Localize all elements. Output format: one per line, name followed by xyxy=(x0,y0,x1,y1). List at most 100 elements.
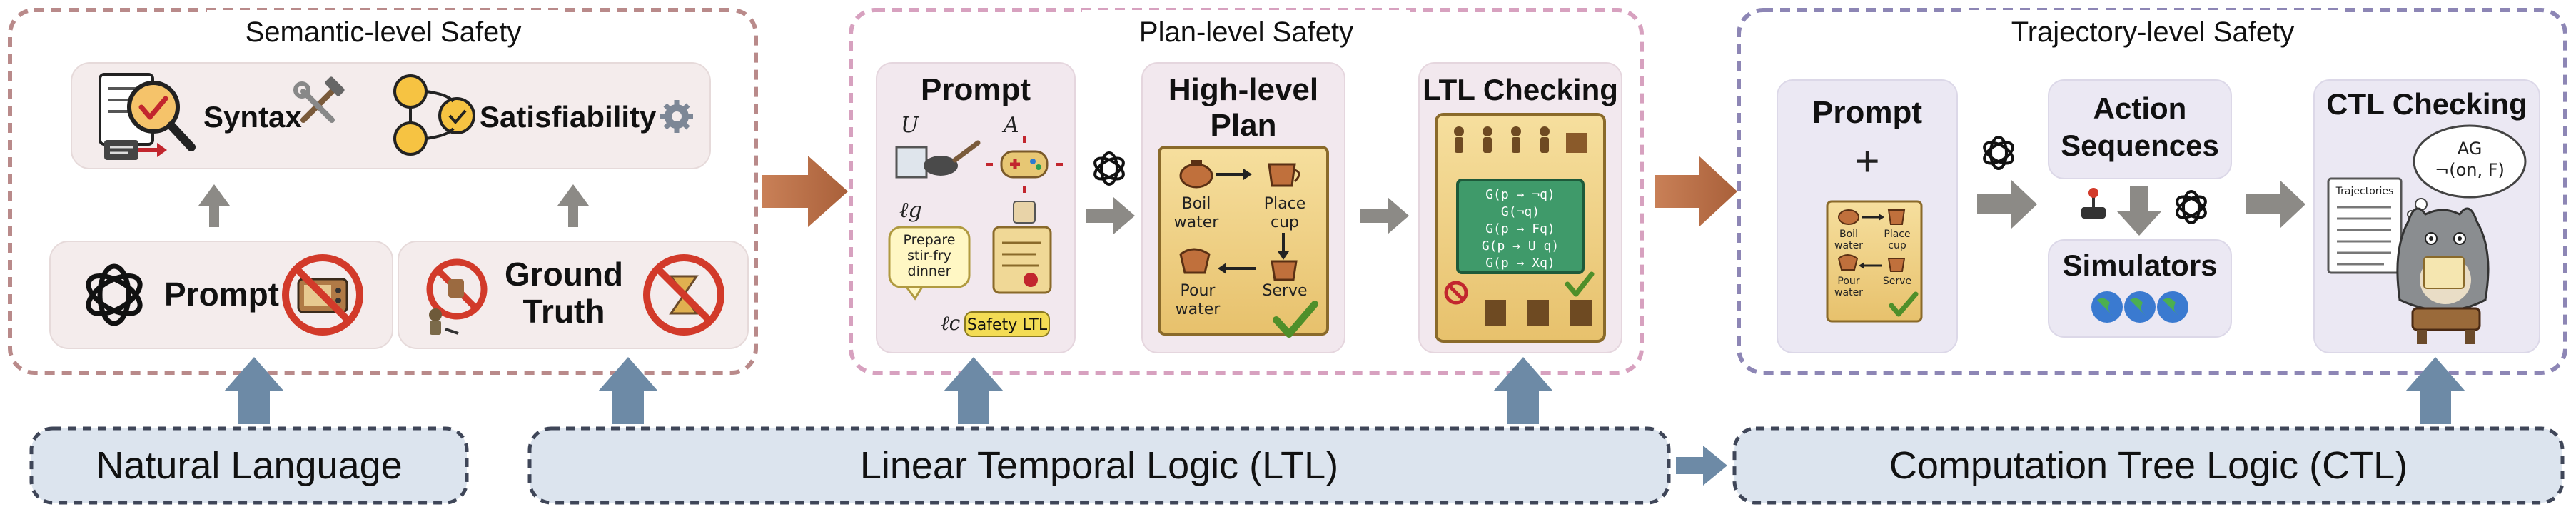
prompt-to-plan-arrow xyxy=(1086,197,1135,234)
action-sequences-box xyxy=(2048,79,2232,179)
safety-ltl-tag-bg xyxy=(964,311,1050,337)
plan-checkmark-icon xyxy=(1273,301,1318,338)
openai-logo-sim-icon xyxy=(2176,190,2207,224)
plan-pour-line1: Pour xyxy=(1181,282,1216,300)
cycle-graph-icon xyxy=(393,74,475,156)
simulators-label: Simulators xyxy=(2062,249,2217,282)
goal-line3: dinner xyxy=(908,263,951,279)
mini-boil-line2: water xyxy=(1834,240,1863,251)
ltl-to-ctl-arrow xyxy=(1676,446,1727,486)
syntax-label: Syntax xyxy=(203,100,302,134)
ltl-scene-icon xyxy=(1485,300,1592,326)
place-cup-icon xyxy=(1268,163,1300,187)
pan-icon xyxy=(895,140,981,179)
pour-water-icon xyxy=(1179,248,1211,274)
plan-pour-line2: water xyxy=(1176,301,1221,318)
goal-speech-bubble xyxy=(888,226,971,301)
traj-plus: + xyxy=(1854,137,1879,185)
gear-icon xyxy=(660,100,693,133)
ltl-formula-2: G(¬q) xyxy=(1501,204,1540,219)
mini-arrowhead-1 xyxy=(1879,214,1884,221)
trajectories-lines xyxy=(2337,206,2391,266)
plan-to-ltl-arrow xyxy=(1360,197,1409,234)
openai-logo-icon xyxy=(86,263,143,326)
symbol-a: A xyxy=(1001,113,1019,138)
mini-place-line1: Place xyxy=(1884,229,1910,240)
ctl-up-arrow xyxy=(2405,357,2465,424)
plan-title: Plan-level Safety xyxy=(1139,16,1353,48)
mini-arrowhead-2 xyxy=(1859,262,1864,269)
walking-figures-icon xyxy=(1454,126,1587,153)
no-microwave-icon xyxy=(282,254,363,336)
no-touch-icon xyxy=(426,258,488,320)
mini-boil-line1: Boil xyxy=(1839,229,1858,240)
ctl-checking-label: CTL Checking xyxy=(2326,87,2527,121)
satisfiability-label: Satisfiability xyxy=(480,100,657,134)
semantic-title: Semantic-level Safety xyxy=(246,16,522,48)
boil-water-icon xyxy=(1179,160,1213,189)
no-hourglass-icon xyxy=(643,254,724,336)
goal-line2: stir-fry xyxy=(907,248,951,263)
ctl-formula-line1: AG xyxy=(2458,139,2482,159)
ltl-checking-label: LTL Checking xyxy=(1423,73,1618,106)
ctl-label: Computation Tree Logic (CTL) xyxy=(1889,444,2408,487)
action-to-simulators-arrow xyxy=(2117,186,2161,236)
ground-truth-line2: Truth xyxy=(523,293,605,330)
plan-place-line1: Place xyxy=(1264,195,1306,213)
mini-serve: Serve xyxy=(1883,276,1911,287)
openai-logo-traj-icon xyxy=(1983,136,2014,170)
goal-line1: Prepare xyxy=(904,232,956,248)
hammer-wrench-icon xyxy=(293,76,345,123)
ltl-formula-4: G(p → U q) xyxy=(1482,239,1559,254)
natural-language-box xyxy=(29,426,469,505)
mini-pour-line2: water xyxy=(1834,287,1863,298)
ltl-formula-1: G(p → ¬q) xyxy=(1485,187,1555,202)
ctl-formula-line2: ¬(on, F) xyxy=(2435,160,2505,180)
ctl-box xyxy=(1732,426,2565,505)
trajectories-paper xyxy=(2327,177,2403,274)
semantic-prompt-label: Prompt xyxy=(164,276,279,313)
semantic-prompt-box xyxy=(49,241,393,349)
mini-checkmark-icon xyxy=(1889,291,1919,317)
serve-cup-icon xyxy=(1271,260,1298,281)
plan-serve: Serve xyxy=(1262,282,1307,300)
syntax-satisfiability-box xyxy=(71,62,711,169)
no-sign-icon xyxy=(1444,281,1468,305)
puzzle-icon xyxy=(1013,201,1036,224)
natural-language-up-arrow xyxy=(224,357,284,424)
totoro-character-icon xyxy=(2396,207,2490,344)
plan-to-trajectory-arrow xyxy=(1655,156,1737,227)
gamepad-icon xyxy=(986,136,1063,193)
semantic-up-arrow-left xyxy=(198,184,230,227)
openai-logo-plan-icon xyxy=(1093,151,1125,186)
natural-language-label: Natural Language xyxy=(96,444,402,487)
trajectory-title: Trajectory-level Safety xyxy=(2011,16,2294,48)
joystick-icon xyxy=(2081,188,2106,219)
mini-plan-icons xyxy=(1837,209,1906,272)
ltl-checkmark-icon xyxy=(1565,271,1595,297)
plan-place-line2: cup xyxy=(1271,214,1299,231)
ltl-formula-5: G(p → Xq) xyxy=(1485,256,1555,271)
semantic-to-plan-arrow xyxy=(762,156,848,227)
action-line2: Sequences xyxy=(2061,129,2219,162)
mini-pour-line1: Pour xyxy=(1837,276,1859,287)
simulators-to-ctl-arrow xyxy=(2246,180,2305,229)
traj-prompt-label: Prompt xyxy=(1812,95,1922,130)
semantic-up-arrow-right xyxy=(557,184,589,227)
prompt-to-action-arrow xyxy=(1977,180,2037,229)
ltl-formula-panel xyxy=(1456,179,1585,274)
ltl-up-arrow-prompt xyxy=(944,357,1004,424)
safety-ltl-tag: Safety LTL xyxy=(967,316,1048,334)
ground-truth-line1: Ground xyxy=(505,256,623,293)
ltl-box xyxy=(527,426,1671,505)
ctl-thought-bubble xyxy=(2413,124,2527,199)
symbol-lg: ℓg xyxy=(899,198,922,223)
plan-boil-line2: water xyxy=(1174,214,1220,231)
ltl-up-arrow-check xyxy=(1493,357,1553,424)
globe-icons xyxy=(2091,291,2188,323)
document-magnifier-icon xyxy=(99,73,196,160)
scroll-icon xyxy=(992,226,1052,294)
figure-icon xyxy=(429,308,459,335)
trajectories-label: Trajectories xyxy=(2335,186,2394,197)
